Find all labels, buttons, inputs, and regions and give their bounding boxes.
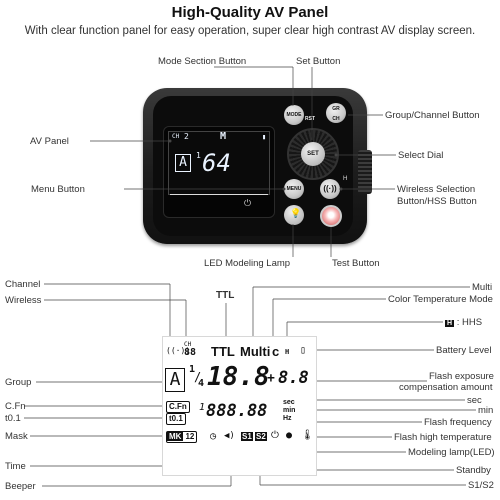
label-ttl: TTL (216, 290, 235, 301)
diagram-group-letter: A (165, 368, 185, 392)
set-button[interactable]: SET (301, 142, 325, 166)
lcd-ch-value: 2 (184, 132, 189, 141)
label-time: Time (5, 461, 26, 472)
lcd-battery-icon: ▮ (262, 133, 267, 141)
diagram-ch: CH (184, 341, 192, 348)
lcd-ch-label: CH (172, 133, 180, 140)
diagram-ev-digits: 8.8 (278, 368, 309, 388)
diagram-long-digits: 888.88 (206, 401, 268, 421)
label-channel: Channel (5, 279, 41, 290)
thermometer-icon: 🌡 (301, 430, 314, 441)
wireless-icon: ((·)) (323, 184, 337, 193)
label-multi: Multi (472, 282, 493, 293)
label-flash-exposure: Flash exposure (429, 371, 494, 382)
diagram-color-temp: c (272, 344, 280, 359)
diagram-unit-sec: sec (283, 399, 295, 406)
label-mode-section-button: Mode Section Button (158, 56, 247, 67)
speaker-icon: ◀) (224, 431, 235, 441)
label-t01: t0.1 (5, 413, 21, 424)
label-test-button: Test Button (332, 258, 380, 269)
page-subtitle: With clear function panel for easy opera… (24, 25, 476, 37)
diagram-unit-min: min (283, 407, 296, 414)
label-sec: sec (467, 395, 482, 406)
diagram-cfn: C.Fn (166, 401, 190, 413)
lcd-fraction-den: 64 (202, 149, 231, 177)
label-wireless: Wireless (5, 295, 42, 306)
group-channel-button[interactable]: GR CH (326, 103, 346, 123)
test-button[interactable] (320, 205, 342, 227)
label-flash-frequency: Flash frequency (424, 417, 492, 428)
rst-label: RST (305, 116, 315, 122)
diagram-t01: t0.1 (166, 413, 186, 425)
label-select-dial: Select Dial (398, 150, 444, 161)
label-hss-button: Button/HSS Button (397, 196, 477, 207)
diagram-frac-top: 1 (189, 364, 196, 375)
label-av-panel: AV Panel (30, 136, 69, 147)
label-beeper: Beeper (5, 481, 36, 492)
label-color-temp-mode: Color Temperature Mode (388, 294, 493, 305)
label-mask: Mask (5, 431, 28, 442)
menu-button[interactable]: MENU (284, 179, 304, 199)
label-s1s2: S1/S2 (468, 480, 494, 491)
wireless-selection-button[interactable]: ((·)) (320, 179, 340, 199)
label-hhs: H : HHS (445, 317, 482, 329)
timer-icon: ◷ (210, 431, 217, 442)
hhs-icon: H (445, 320, 455, 327)
modeling-lamp-button[interactable]: 💡 (284, 205, 304, 225)
diagram-ev-sign: + (267, 371, 275, 386)
standby-icon: ⏻ (271, 430, 279, 441)
label-menu-button: Menu Button (31, 184, 85, 195)
gr-label: GR (332, 106, 340, 112)
diagram-multi: Multi (240, 344, 271, 359)
diagram-frac-slash: / (194, 370, 202, 384)
diagram-ttl: TTL (211, 344, 235, 359)
power-icon: ⏻ (244, 198, 252, 208)
page-title: High-Quality AV Panel (171, 4, 329, 21)
lcd-group: A (175, 154, 191, 172)
label-led-modeling-lamp: LED Modeling Lamp (204, 258, 291, 269)
diagram-s1: S1 (241, 432, 253, 441)
label-wireless-selection: Wireless Selection (397, 184, 476, 195)
label-standby: Standby (456, 465, 491, 476)
label-group: Group (5, 377, 32, 388)
diagram-s2: S2 (255, 432, 267, 441)
label-min: min (478, 405, 494, 416)
diagram-slash-one: 1 (199, 402, 206, 413)
label-battery-level: Battery Level (436, 345, 492, 356)
lcd-fraction-num: 1 (196, 151, 201, 160)
diagram-mk-num: 12 (185, 432, 195, 441)
diagram-frac-bottom: 4 (198, 378, 205, 389)
lcd-segment-diagram (162, 336, 317, 476)
bulb-icon: 💡 (290, 208, 302, 218)
hhs-text: : HHS (456, 317, 483, 328)
diagram-unit-hz: Hz (283, 415, 292, 422)
battery-icon: ▯ (300, 345, 307, 356)
label-modeling-lamp: Modeling lamp(LED) (408, 447, 495, 458)
diagram-mk: MK (167, 432, 184, 441)
mode-button[interactable]: MODE (284, 105, 304, 125)
label-set-button: Set Button (296, 56, 341, 67)
ch-label: CH (332, 116, 340, 122)
bulb-icon: ● (286, 430, 293, 441)
diagram-big-digits: 18.8 (207, 362, 270, 392)
label-cfn: C.Fn (5, 401, 26, 412)
wireless-icon: ((·)) (166, 346, 191, 355)
diagram-ch-digits: 88 (184, 347, 197, 358)
lcd-divider (170, 194, 268, 195)
label-flash-high-temp: Flash high temperature (394, 432, 492, 443)
lcd-mode: M (220, 131, 227, 142)
diagram-h-mark: H (285, 348, 290, 356)
label-compensation-amount: compensation amount (399, 382, 493, 393)
side-knob (358, 150, 372, 194)
label-group-channel-button: Group/Channel Button (385, 110, 480, 121)
hss-mark: H (343, 176, 348, 182)
